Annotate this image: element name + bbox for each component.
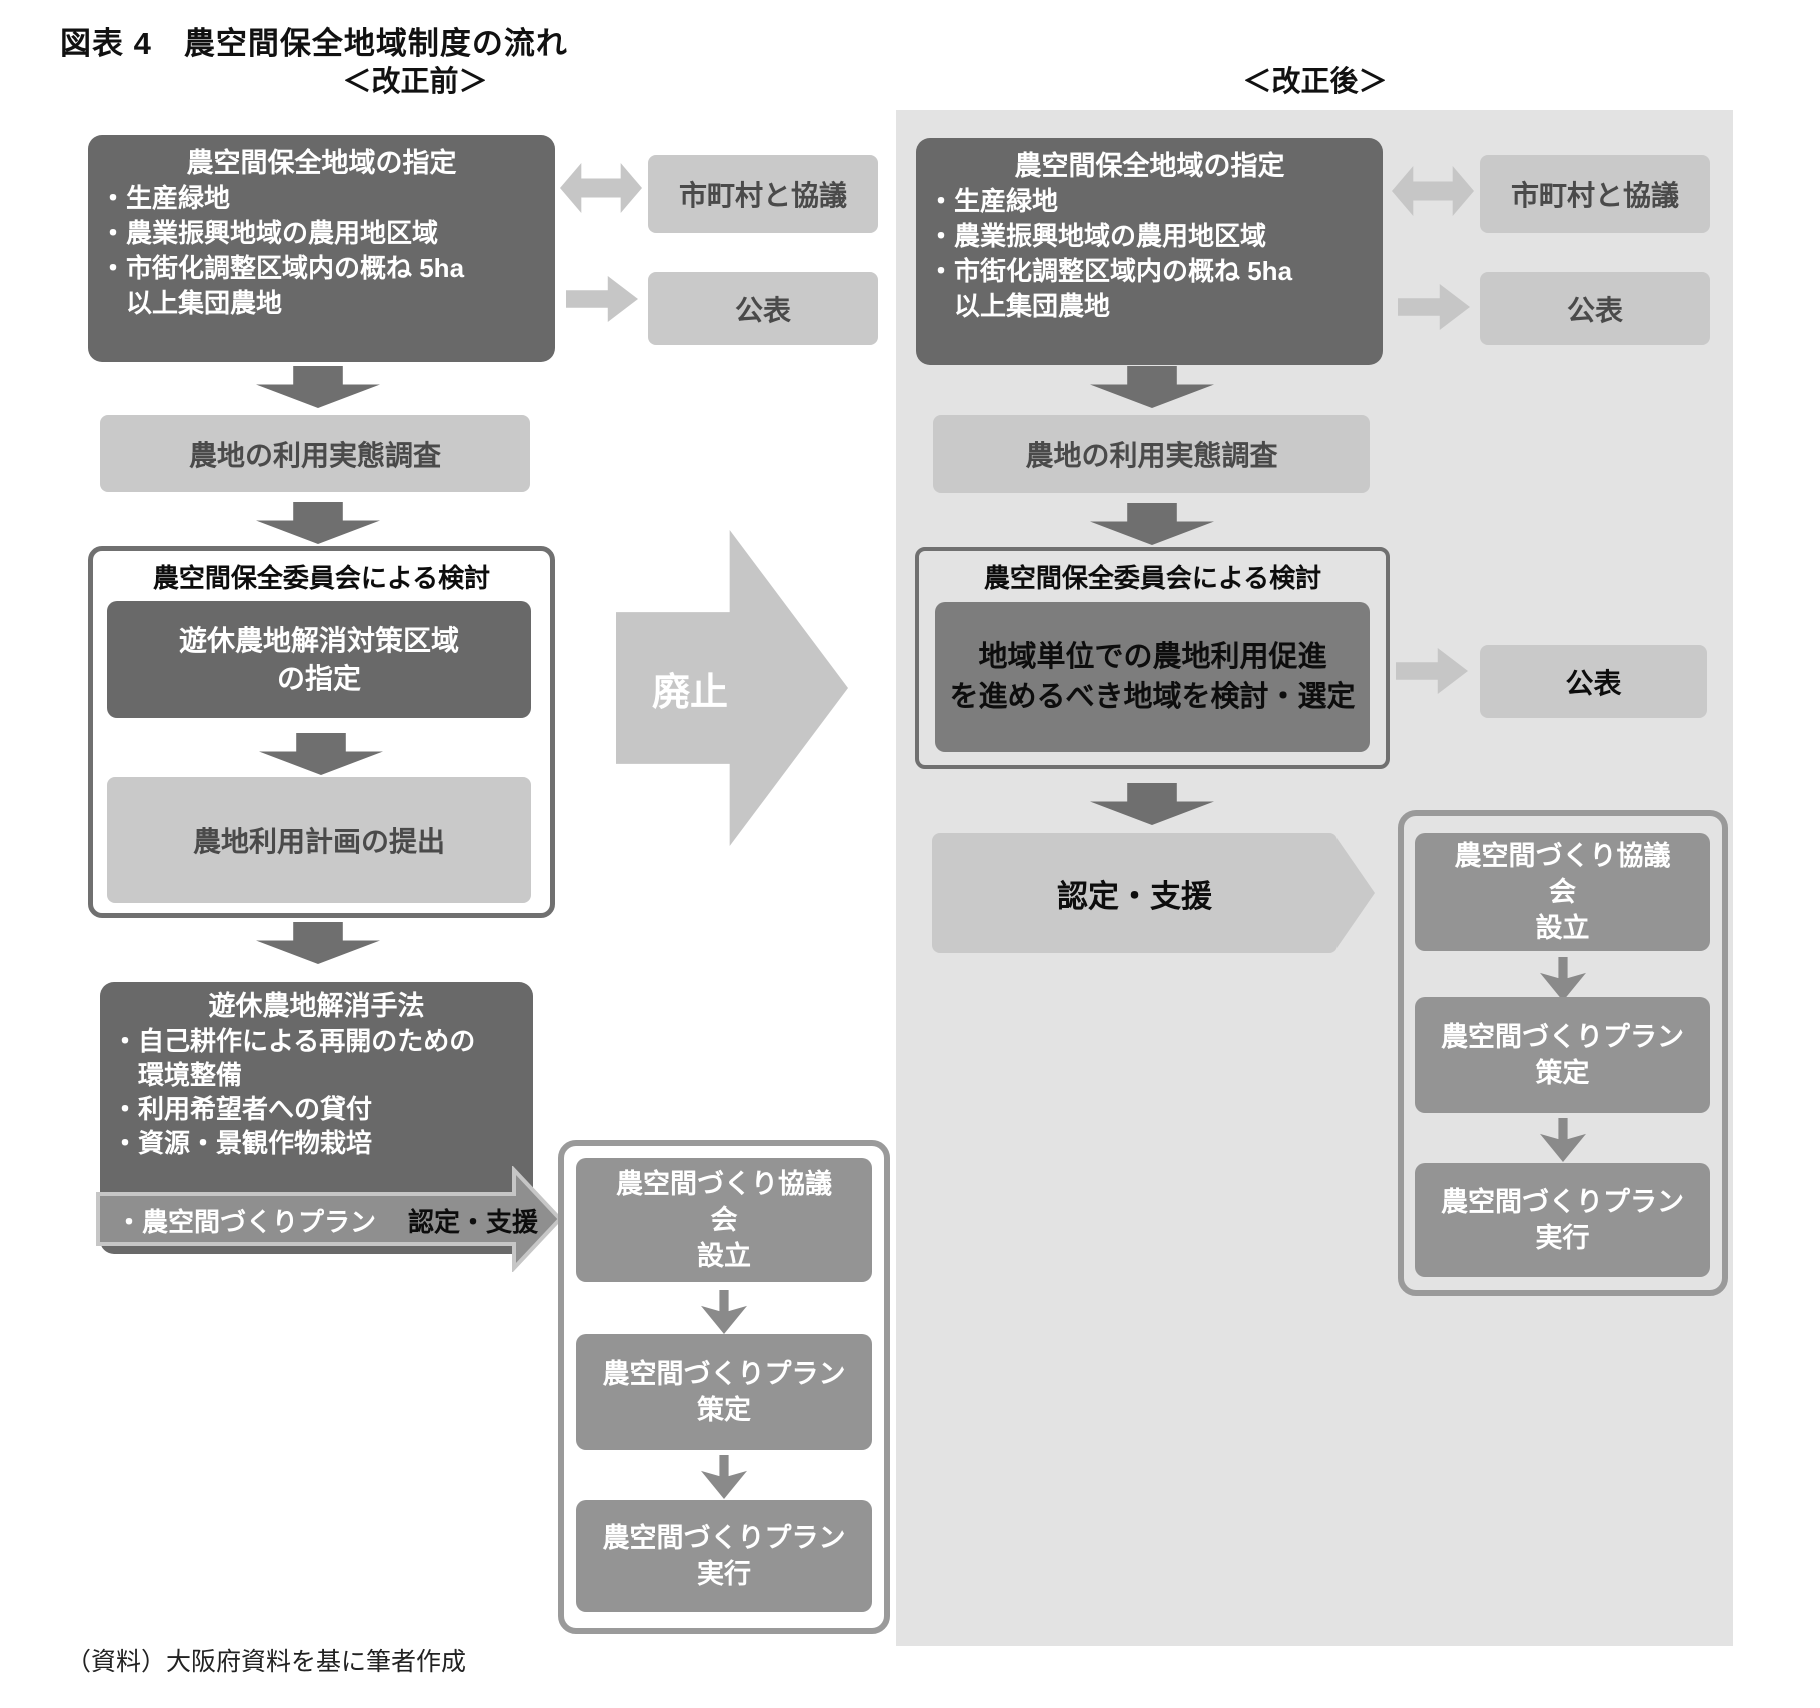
methods-bullet: ・利用希望者への貸付 <box>112 1094 373 1124</box>
designation-box-after: 農空間保全地域の指定 ・生産緑地 ・農業振興地域の農用地区域 ・市街化調整区域内… <box>916 138 1383 365</box>
header-before: ＜改正前＞ <box>342 66 488 98</box>
idle-land-zone-box: 遊休農地解消対策区域 の指定 <box>107 601 531 718</box>
plan-execute-box-after: 農空間づくりプラン 実行 <box>1415 1163 1710 1277</box>
certify-support-label: 認定・支援 <box>407 1206 538 1237</box>
designation-bullet: ・生産緑地 <box>100 183 231 213</box>
thin-down-arrow-icon <box>1540 957 1586 1001</box>
designation-box-title: 農空間保全地域の指定 <box>186 148 457 178</box>
designation-bullet: ・市街化調整区域内の概ね 5ha <box>928 256 1293 286</box>
land-use-plan-box: 農地利用計画の提出 <box>107 777 531 903</box>
designation-bullet: 以上集団農地 <box>928 291 1111 321</box>
designation-bullet: 以上集団農地 <box>100 288 283 318</box>
certify-support-band: ・農空間づくりプラン 認定・支援 <box>100 1194 544 1246</box>
double-arrow-icon <box>560 163 642 213</box>
certify-support-box-after: 認定・支援 <box>932 833 1337 953</box>
right-arrow-icon <box>566 276 638 322</box>
down-arrow-icon <box>256 366 380 408</box>
committee-frame-before: 農空間保全委員会による検討 遊休農地解消対策区域 の指定 農地利用計画の提出 <box>88 546 555 918</box>
right-arrowhead-icon <box>1337 838 1375 948</box>
idle-land-methods-box: 遊休農地解消手法 ・自己耕作による再開のための 環境整備 ・利用希望者への貸付 … <box>100 982 533 1254</box>
committee-header-before: 農空間保全委員会による検討 <box>152 563 491 593</box>
methods-bullet: ・自己耕作による再開のための <box>112 1026 476 1056</box>
down-arrow-icon <box>256 502 380 544</box>
plan-execute-box-before: 農空間づくりプラン 実行 <box>576 1500 872 1612</box>
plan-flow-frame-after: 農空間づくり協議 会 設立 農空間づくりプラン 策定 農空間づくりプラン 実行 <box>1398 810 1728 1296</box>
figure-title: 図表 4 農空間保全地域制度の流れ <box>60 26 568 61</box>
thin-down-arrow-icon <box>701 1290 747 1334</box>
plan-create-box-after: 農空間づくりプラン 策定 <box>1415 997 1710 1113</box>
down-arrow-icon <box>256 922 380 964</box>
publish-box-after: 公表 <box>1480 272 1710 345</box>
designation-bullet: ・市街化調整区域内の概ね 5ha <box>100 253 465 283</box>
methods-bullet: ・資源・景観作物栽培 <box>112 1128 373 1158</box>
survey-box-before: 農地の利用実態調査 <box>100 415 530 492</box>
council-setup-box-before: 農空間づくり協議 会 設立 <box>576 1158 872 1282</box>
methods-bullet: 環境整備 <box>112 1060 243 1090</box>
council-setup-box-after: 農空間づくり協議 会 設立 <box>1415 833 1710 951</box>
header-after: ＜改正後＞ <box>1242 66 1388 98</box>
region-study-box: 地域単位での農地利用促進 を進めるべき地域を検討・選定 <box>935 602 1370 752</box>
source-note: （資料）大阪府資料を基に筆者作成 <box>66 1649 467 1676</box>
survey-box-after: 農地の利用実態調査 <box>933 415 1370 493</box>
committee-header-after: 農空間保全委員会による検討 <box>983 563 1322 593</box>
certify-support-band-arrow <box>96 1166 563 1272</box>
abolish-arrow: 廃止 <box>616 530 848 846</box>
consult-municipalities-box-before: 市町村と協議 <box>648 155 878 233</box>
designation-bullet: ・農業振興地域の農用地区域 <box>928 221 1267 251</box>
designation-bullet: ・農業振興地域の農用地区域 <box>100 218 439 248</box>
thin-down-arrow-icon <box>1540 1118 1586 1162</box>
designation-box-before: 農空間保全地域の指定 ・生産緑地 ・農業振興地域の農用地区域 ・市街化調整区域内… <box>88 135 555 362</box>
plan-flow-frame-before: 農空間づくり協議 会 設立 農空間づくりプラン 策定 農空間づくりプラン 実行 <box>558 1140 890 1634</box>
consult-municipalities-box-after: 市町村と協議 <box>1480 155 1710 233</box>
abolish-label: 廃止 <box>651 671 728 714</box>
thin-down-arrow-icon <box>701 1455 747 1499</box>
designation-box-title: 農空間保全地域の指定 <box>1014 151 1285 181</box>
committee-frame-after: 農空間保全委員会による検討 地域単位での農地利用促進 を進めるべき地域を検討・選… <box>915 547 1390 769</box>
publish-box-before: 公表 <box>648 272 878 345</box>
down-arrow-icon <box>259 733 383 775</box>
methods-box-title: 遊休農地解消手法 <box>208 991 425 1021</box>
plan-bullet-label: ・農空間づくりプラン <box>116 1206 377 1237</box>
publish-box-after-2: 公表 <box>1480 645 1707 718</box>
plan-create-box-before: 農空間づくりプラン 策定 <box>576 1334 872 1450</box>
designation-bullet: ・生産緑地 <box>928 186 1059 216</box>
